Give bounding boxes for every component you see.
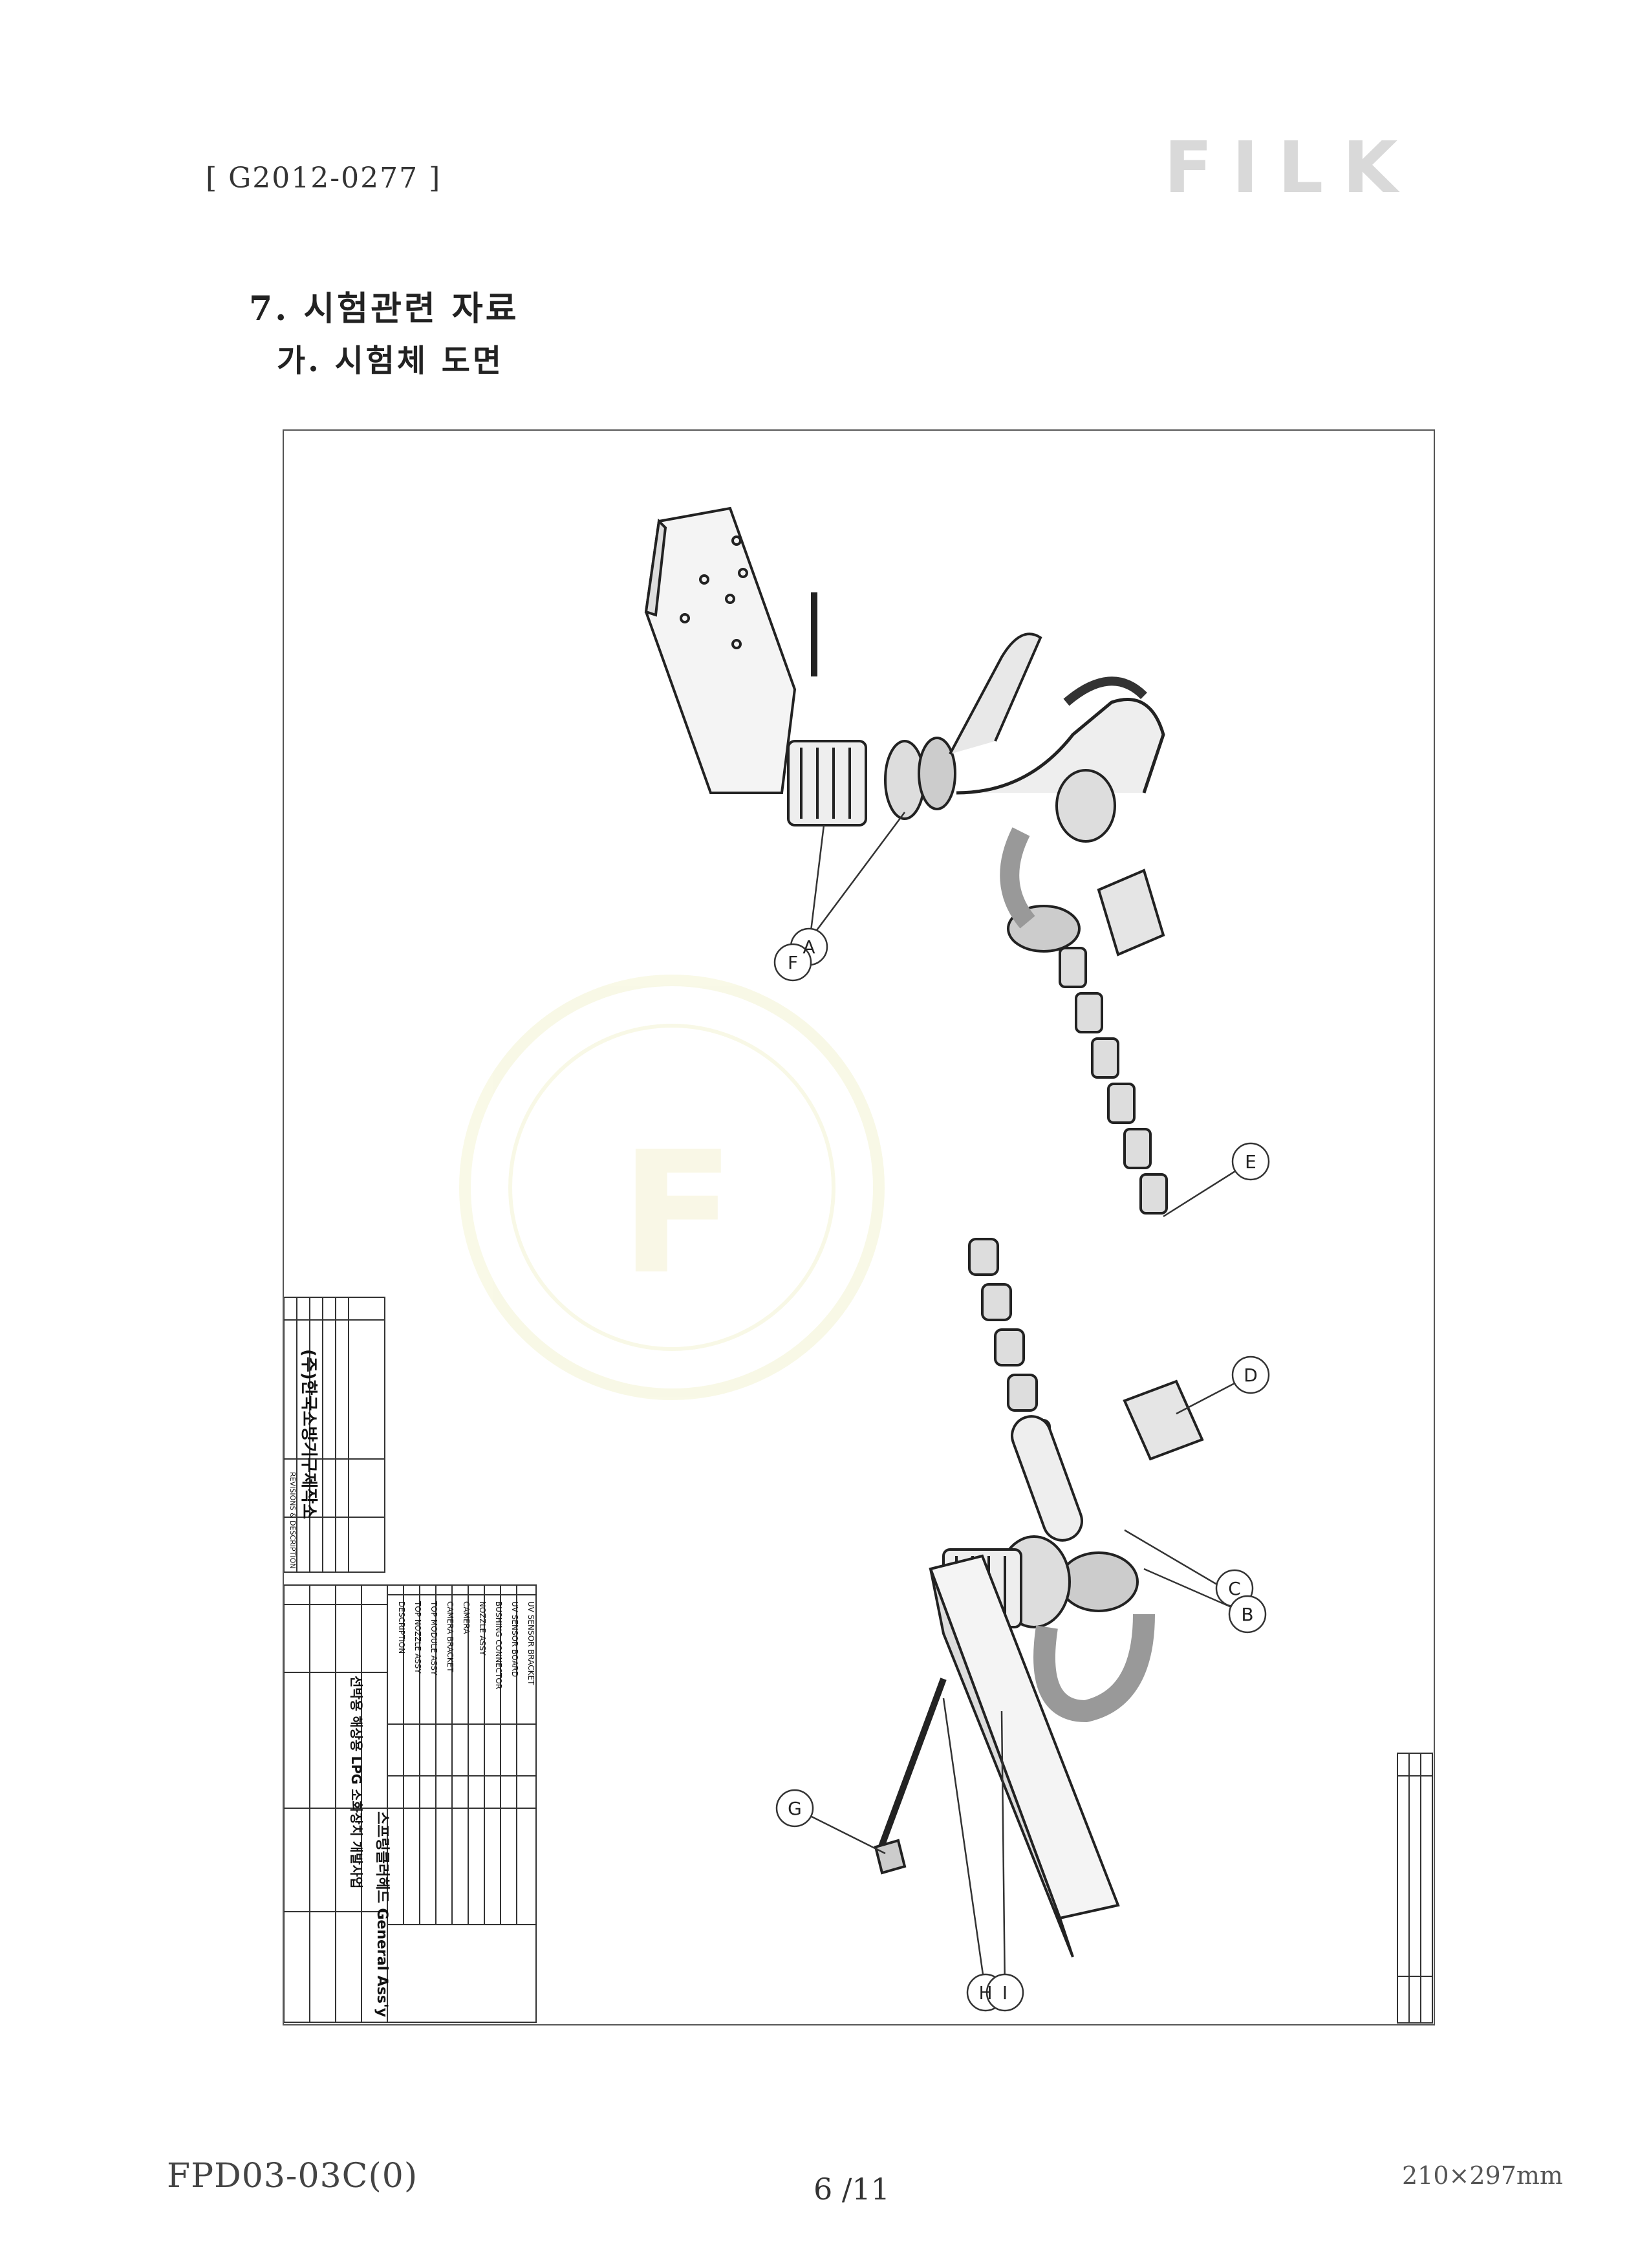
company-name: (주)한국소방기구제작소 <box>299 1349 318 1519</box>
project-name: 선박용 해상용 LPG 소화장치 개발사업 <box>349 1676 364 1888</box>
subsection-title: 가. 시험체 도면 <box>277 343 504 379</box>
callout-h: H <box>978 1982 992 2003</box>
callout-e: E <box>1245 1151 1256 1172</box>
rev-header-desc: REVISIONS & DESCRIPTION <box>288 1472 297 1568</box>
callout-a: A <box>803 936 815 958</box>
document-code: [ G2012-0277 ] <box>206 162 442 195</box>
callout-f: F <box>788 952 798 973</box>
drawing-frame: F <box>283 429 1435 2025</box>
part-row-d: CAMERA <box>462 1601 471 1634</box>
callouts <box>773 812 1270 2012</box>
assembly-drawing: F <box>283 506 1433 2024</box>
callout-i: I <box>1002 1982 1008 2003</box>
form-code: FPD03-03C(0) <box>167 2157 418 2196</box>
seal-watermark: F <box>459 975 885 1400</box>
part-row-f: BUSHING CONNECTOR <box>494 1601 503 1689</box>
stamp-watermark: FILK <box>1164 126 1417 209</box>
section-title: 7. 시험관련 자료 <box>249 289 519 329</box>
part-row-c: CAMERA BRACKET <box>446 1601 455 1672</box>
part-row-e: NOZZLE ASSY <box>478 1601 487 1656</box>
callout-d: D <box>1244 1365 1258 1386</box>
parts-header-desc: DESCRIPTION <box>397 1601 406 1654</box>
title-block <box>283 1297 537 2023</box>
callout-b: B <box>1241 1604 1253 1625</box>
upper-nozzle-chain <box>1059 947 1168 1215</box>
part-row-a: TOP NOZZLE ASSY <box>413 1601 422 1674</box>
part-row-g: UV SENSOR BOARD <box>510 1601 519 1677</box>
part-row-h: UV SENSOR BRACKET <box>526 1601 535 1685</box>
drawing-title: 스프링클러헤드 General Ass'y <box>374 1811 390 2017</box>
lower-assembly <box>874 1238 1204 1958</box>
callout-g: G <box>788 1798 802 1819</box>
callout-labels: A F E D C B G H I <box>788 936 1258 2003</box>
upper-assembly <box>644 506 1168 1215</box>
title-block-text: (주)한국소방기구제작소 선박용 해상용 LPG 소화장치 개발사업 스프링클러… <box>288 1349 535 2017</box>
page-number: 6 /11 <box>814 2172 890 2207</box>
part-row-b: TOP MODULE ASSY <box>429 1601 438 1676</box>
callout-c: C <box>1228 1578 1241 1599</box>
revision-strip-right <box>1397 1753 1433 2024</box>
svg-text:F: F <box>620 1116 735 1312</box>
paper-size: 210×297mm <box>1402 2161 1563 2190</box>
